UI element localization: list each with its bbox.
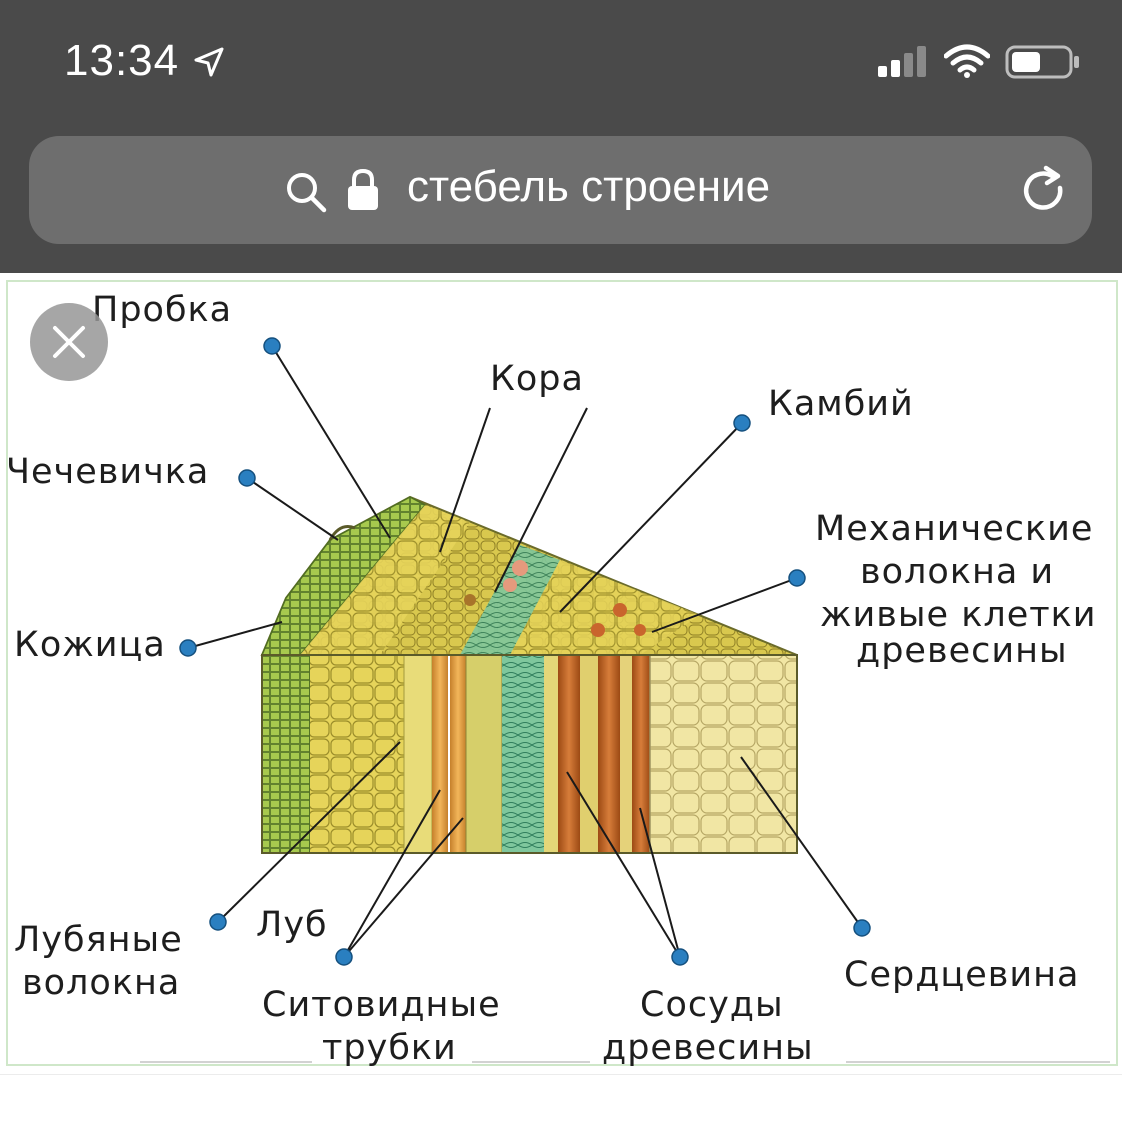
front-cambium [502,655,544,853]
pin-mechanicheskie [788,569,806,587]
label-probka: Пробка [92,290,233,330]
pin-lubyanye [209,913,227,931]
label-lubyanye-2: волокна [22,963,181,1003]
url-text[interactable]: стебель строение [407,162,771,211]
label-lub: Луб [256,905,328,945]
pin-kozhitsa [179,639,197,657]
pin-serdtsevina [853,919,871,937]
label-chechevichka: Чечевичка [6,452,210,492]
battery-icon [1005,45,1079,79]
label-sitovidnye-2: трубки [322,1028,457,1068]
vessel-1 [558,655,580,853]
label-kora: Кора [490,359,584,399]
lock-icon [348,168,378,210]
address-bar[interactable] [29,136,1092,244]
wifi-icon [944,44,990,78]
label-mech-3: живые клетки [820,595,1097,635]
pin-sosudy [671,948,689,966]
front-pith [649,654,798,854]
search-icon [287,173,327,213]
pin-sitovidnye [335,948,353,966]
label-sosudy-2: древесины [602,1028,814,1068]
close-button[interactable] [30,303,108,381]
page-bottom-strip [0,1074,1122,1125]
label-mech-2: волокна и [860,552,1055,592]
label-sosudy-1: Сосуды [640,985,784,1025]
pin-probka [263,337,281,355]
front-epidermis [261,654,311,854]
vessel-2 [598,655,620,853]
label-kozhitsa: Кожица [14,625,166,665]
label-lubyanye-1: Лубяные [14,920,183,960]
label-serdtsevina: Сердцевина [844,955,1080,995]
label-mech-1: Механические [815,509,1094,549]
sieve-tube-1 [432,655,448,853]
sieve-tube-2 [450,655,466,853]
location-arrow-icon [194,47,224,77]
label-kambiy: Камбий [768,384,914,424]
cellular-signal-icon [878,46,926,77]
label-sitovidnye-1: Ситовидные [262,985,501,1025]
diagram-frame [6,280,1118,1066]
vessel-3 [632,655,650,853]
label-mech-4: древесины [856,631,1068,671]
reload-icon[interactable] [1016,164,1072,220]
close-icon [53,326,85,358]
status-time: 13:34 [64,36,180,85]
pin-kambiy [733,414,751,432]
pin-chechevichka [238,469,256,487]
